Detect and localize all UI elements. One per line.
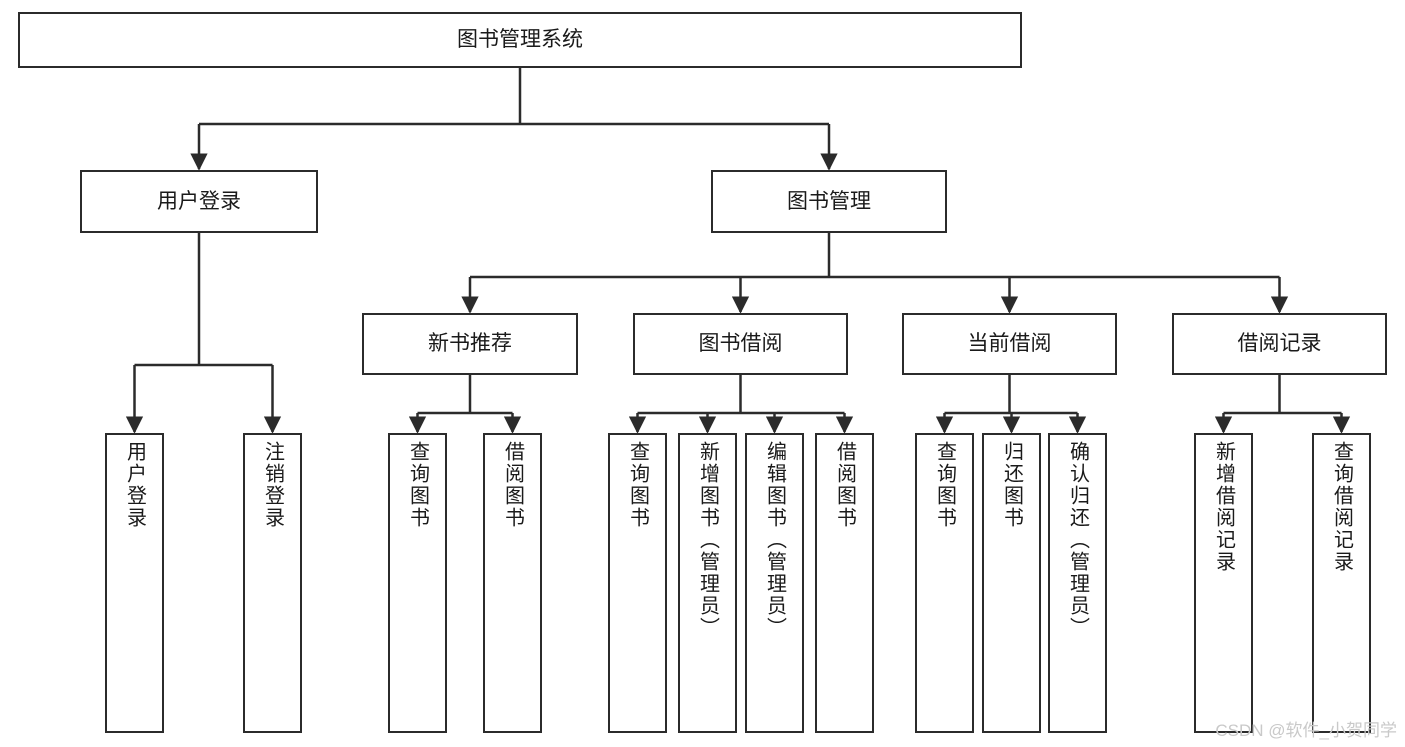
node-leaf-add-record[interactable]: 新增借阅记录 (1194, 433, 1253, 733)
node-label: 用户登录 (123, 441, 146, 529)
node-label: 借阅记录 (1237, 332, 1322, 356)
node-leaf-query-book-2[interactable]: 查询图书 (608, 433, 667, 733)
node-book-borrow[interactable]: 图书借阅 (633, 313, 848, 375)
node-leaf-query-book-1[interactable]: 查询图书 (388, 433, 447, 733)
node-label: 查询图书 (933, 441, 956, 529)
node-label: 新增借阅记录 (1212, 441, 1235, 573)
node-label: 编辑图书（管理员） (763, 441, 786, 639)
node-root[interactable]: 图书管理系统 (18, 12, 1022, 68)
node-leaf-confirm-return[interactable]: 确认归还（管理员） (1048, 433, 1107, 733)
node-leaf-return-book[interactable]: 归还图书 (982, 433, 1041, 733)
node-leaf-borrow-book-1[interactable]: 借阅图书 (483, 433, 542, 733)
node-label: 注销登录 (261, 441, 284, 529)
node-leaf-borrow-book-2[interactable]: 借阅图书 (815, 433, 874, 733)
node-label: 图书借阅 (698, 332, 783, 356)
node-label: 查询图书 (626, 441, 649, 529)
node-leaf-user-logout[interactable]: 注销登录 (243, 433, 302, 733)
node-leaf-edit-book[interactable]: 编辑图书（管理员） (745, 433, 804, 733)
node-label: 图书管理系统 (457, 28, 583, 52)
node-label: 借阅图书 (833, 441, 856, 529)
node-label: 借阅图书 (501, 441, 524, 529)
node-leaf-query-book-3[interactable]: 查询图书 (915, 433, 974, 733)
node-borrow-record[interactable]: 借阅记录 (1172, 313, 1387, 375)
node-label: 归还图书 (1000, 441, 1023, 529)
node-leaf-query-record[interactable]: 查询借阅记录 (1312, 433, 1371, 733)
node-leaf-user-login[interactable]: 用户登录 (105, 433, 164, 733)
node-label: 查询图书 (406, 441, 429, 529)
watermark-text: CSDN @软件_小贺同学 (1215, 721, 1397, 740)
node-new-book-rec[interactable]: 新书推荐 (362, 313, 578, 375)
node-label: 用户登录 (157, 189, 241, 213)
node-label: 确认归还（管理员） (1066, 441, 1089, 639)
connector-lines (125, 68, 1351, 434)
node-leaf-add-book[interactable]: 新增图书（管理员） (678, 433, 737, 733)
node-label: 新增图书（管理员） (696, 441, 719, 639)
node-user-login[interactable]: 用户登录 (80, 170, 318, 233)
node-label: 当前借阅 (967, 332, 1052, 356)
node-current-borrow[interactable]: 当前借阅 (902, 313, 1117, 375)
node-book-manage[interactable]: 图书管理 (711, 170, 947, 233)
node-label: 查询借阅记录 (1330, 441, 1353, 573)
node-label: 图书管理 (787, 189, 871, 213)
node-label: 新书推荐 (428, 332, 512, 356)
